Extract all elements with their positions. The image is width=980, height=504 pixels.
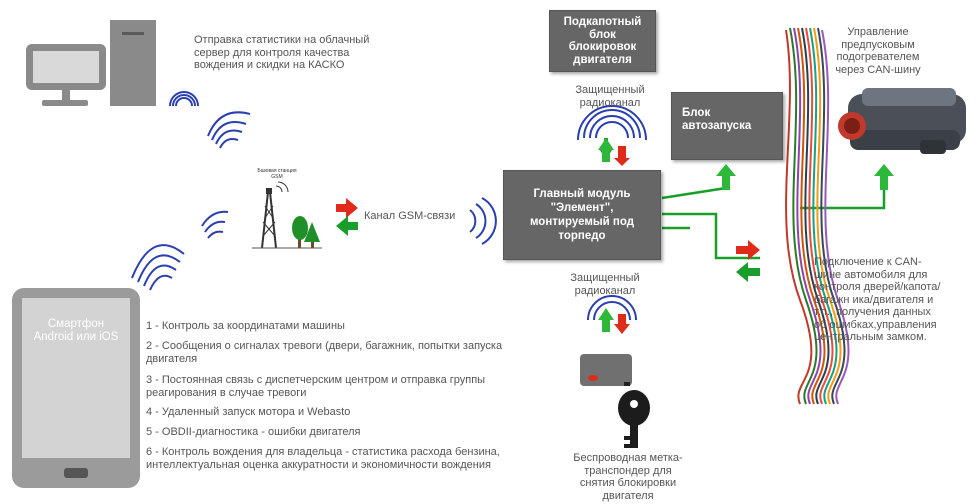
- autostart-box-label: Блок автозапуска: [682, 107, 752, 132]
- main-module-label: Главный модуль "Элемент", монтируемый по…: [529, 188, 635, 242]
- smartphone-label: Смартфон Android или iOS: [33, 318, 119, 343]
- immobilizer-box: Подкапотный блок блокировок двигателя: [549, 10, 656, 72]
- feature-item-5: 5 - OBDII-диагностика - ошибки двигателя: [146, 426, 361, 438]
- gsm-channel-label: Канал GSM-связи: [364, 210, 456, 222]
- immobilizer-box-label: Подкапотный блок блокировок двигателя: [563, 16, 642, 66]
- smartphone-icon: [12, 288, 140, 488]
- autostart-box: Блок автозапуска: [671, 92, 783, 160]
- heater-icon: [838, 88, 966, 154]
- can-arrows-icon: [736, 240, 760, 282]
- key-icon: [618, 382, 650, 448]
- can-bus-label: Подключение к CAN-шине автомобиля для ко…: [814, 256, 941, 343]
- wire-harness-icon: [785, 27, 850, 405]
- heater-control-label: Управление предпусковым подогревателем ч…: [835, 26, 921, 76]
- main-module-box: Главный модуль "Элемент", монтируемый по…: [503, 170, 661, 260]
- feature-item-1: 1 - Контроль за координатами машины: [146, 320, 345, 332]
- feature-item-4: 4 - Удаленный запуск мотора и Webasto: [146, 406, 351, 418]
- connection-lines: [661, 178, 886, 260]
- gsm-tower-icon: [252, 181, 322, 249]
- signal-waves: [131, 91, 647, 321]
- secure-channel-bottom-arrows: [598, 308, 630, 334]
- desktop-computer-icon: [26, 20, 156, 106]
- tower-label: Базовая станция GSM: [257, 168, 297, 180]
- secure-channel-bottom-label: Защищенный радиоканал: [570, 272, 640, 297]
- cloud-server-text: Отправка статистики на облачный сервер д…: [194, 34, 370, 71]
- gsm-arrows-icon: [336, 198, 358, 236]
- transponder-tag-icon: [580, 354, 632, 386]
- feature-item-2: 2 - Сообщения о сигналах тревоги (двери,…: [146, 340, 503, 365]
- trees-icon: [292, 216, 320, 248]
- transponder-label: Беспроводная метка-транспондер для сняти…: [573, 452, 683, 502]
- feature-item-3: 3 - Постоянная связь с диспетчерским цен…: [146, 374, 486, 399]
- secure-channel-top-arrows: [598, 138, 630, 166]
- heater-up-arrow: [874, 164, 894, 190]
- secure-channel-top-label: Защищенный радиоканал: [575, 84, 645, 109]
- autostart-up-arrow: [716, 164, 736, 190]
- feature-item-6: 6 - Контроль вождения для владельца - ст…: [146, 446, 500, 471]
